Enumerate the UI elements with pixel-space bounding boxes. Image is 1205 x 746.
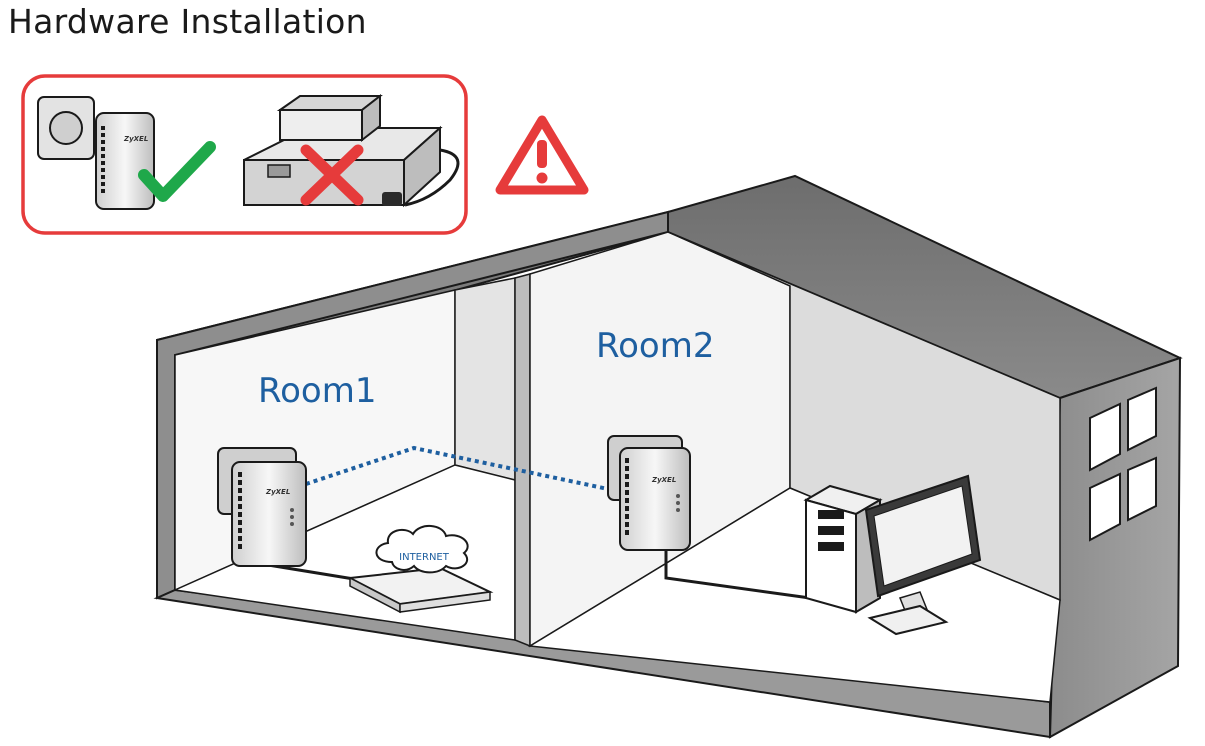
ethernet-cable-room2	[664, 548, 811, 600]
adapter-wall-socket-correct: ZyXEL	[37, 96, 216, 210]
computer-tower-icon	[803, 484, 883, 614]
powerline-adapter-room1: ZyXEL	[217, 447, 307, 567]
warning-panel: ZyXEL	[21, 74, 589, 235]
powerline-connection	[305, 445, 609, 491]
check-icon	[138, 141, 216, 202]
internet-cloud-icon: INTERNET	[375, 525, 469, 574]
plug-icon	[382, 192, 402, 206]
page-title: Hardware Installation	[8, 2, 367, 41]
adapter-icon	[95, 112, 155, 210]
room-label-2: Room2	[596, 326, 714, 366]
adapter-brand-room2: ZyXEL	[651, 476, 676, 484]
warning-triangle-icon	[495, 115, 589, 195]
divider-wall	[514, 273, 531, 648]
cross-icon	[300, 144, 364, 206]
house: ZyXEL INTERNET ZyXEL	[153, 174, 1183, 739]
router	[346, 566, 494, 614]
adapter-brand-room1: ZyXEL	[265, 488, 290, 496]
powerline-adapter-room2: ZyXEL	[607, 435, 691, 551]
side-windows	[1089, 386, 1157, 542]
monitor-icon	[864, 474, 982, 636]
room-label-1: Room1	[258, 371, 376, 411]
internet-cloud-label: INTERNET	[399, 552, 450, 563]
adapter-power-strip-incorrect	[243, 93, 460, 208]
svg-text:ZyXEL: ZyXEL	[123, 135, 148, 143]
